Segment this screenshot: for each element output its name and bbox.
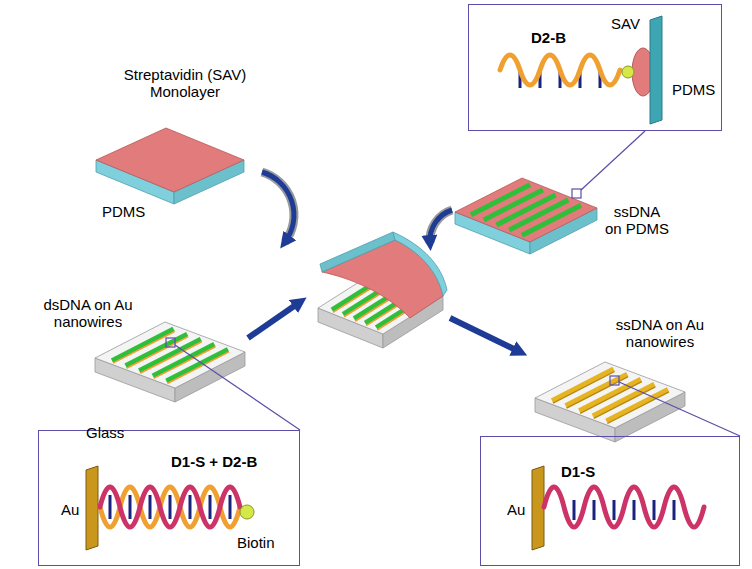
dna-strand	[100, 487, 240, 527]
dsdna-stripe	[166, 349, 228, 381]
au-stripe-edge	[553, 372, 615, 404]
base-rung	[189, 495, 192, 519]
process-arrow	[450, 318, 520, 352]
base-rung	[593, 500, 596, 520]
inset-box: D2-B SAV PDMS	[468, 4, 722, 131]
panel-caption: ssDNA on Au nanowires	[612, 316, 708, 351]
biotin	[622, 66, 634, 78]
panel-caption: Glass	[86, 424, 146, 441]
base-rung	[673, 500, 676, 520]
base-rung	[109, 495, 112, 519]
panel-caption: Streptavidin (SAV) Monolayer	[110, 66, 260, 101]
base-rung	[209, 495, 212, 519]
panel-caption: ssDNA on PDMS	[604, 203, 670, 238]
base-rung	[169, 495, 172, 519]
strand-name: D1-S + D2-B	[171, 453, 257, 470]
base-rung	[129, 495, 132, 519]
part-label: Biotin	[237, 534, 275, 551]
base-rung	[149, 495, 152, 519]
glass-slab-top	[95, 322, 245, 388]
part-label: Au	[507, 501, 525, 518]
base-rung	[613, 500, 616, 520]
zoom-marker	[166, 338, 175, 347]
strand-name: D1-S	[561, 463, 595, 480]
pdms-surface	[650, 16, 662, 124]
glass-slab-top	[535, 362, 685, 428]
au-stripe-edge	[594, 387, 656, 419]
dna-strand	[500, 55, 620, 85]
ssdna-stripe	[522, 205, 581, 235]
au-stripe-edge	[567, 377, 629, 409]
curved-arrow-shadow	[262, 172, 294, 242]
strand-name: D2-B	[531, 29, 566, 46]
dna-strand	[544, 487, 704, 527]
gold-surface	[86, 466, 98, 550]
gold-wire	[167, 352, 229, 384]
base-rung	[573, 500, 576, 520]
peeling-pdms-edge	[393, 232, 447, 296]
base-rung	[229, 495, 232, 519]
inset-box: D1-S Au	[480, 436, 740, 566]
d2b-strand	[500, 55, 620, 88]
base-rung	[653, 500, 656, 520]
zoom-marker	[610, 376, 619, 385]
ss-helix	[544, 487, 704, 527]
biotin	[240, 505, 254, 519]
au-stripe	[606, 389, 668, 421]
pdms-slab-top	[455, 178, 597, 242]
part-label: SAV	[611, 15, 640, 32]
process-arrow	[248, 302, 300, 338]
curved-arrow	[262, 172, 294, 242]
panel-caption: PDMS	[102, 203, 162, 220]
curved-arrow-shadow	[430, 210, 452, 243]
au-stripe-edge	[580, 382, 642, 414]
leader-line	[581, 131, 645, 190]
gold-wire	[127, 337, 189, 369]
dna-strand	[100, 487, 240, 527]
dsdna-stripes	[112, 329, 229, 384]
curved-arrow	[430, 210, 452, 243]
sav-monolayer	[96, 128, 244, 192]
zoom-marker	[572, 189, 581, 198]
leader-line	[619, 382, 740, 436]
inset-box: D1-S + D2-B AuBiotin	[38, 430, 300, 566]
leader-line	[175, 345, 300, 430]
au-stripe-edge	[607, 392, 669, 424]
peeling-pdms-edge	[320, 232, 395, 272]
part-label: Au	[61, 501, 79, 518]
part-label: PDMS	[672, 81, 715, 98]
gold-wire	[113, 332, 175, 364]
panel-caption: dsDNA on Au nanowires	[40, 296, 136, 331]
ssdna-stripes	[471, 185, 581, 235]
base-rung	[633, 500, 636, 520]
ds-helix	[100, 487, 240, 527]
